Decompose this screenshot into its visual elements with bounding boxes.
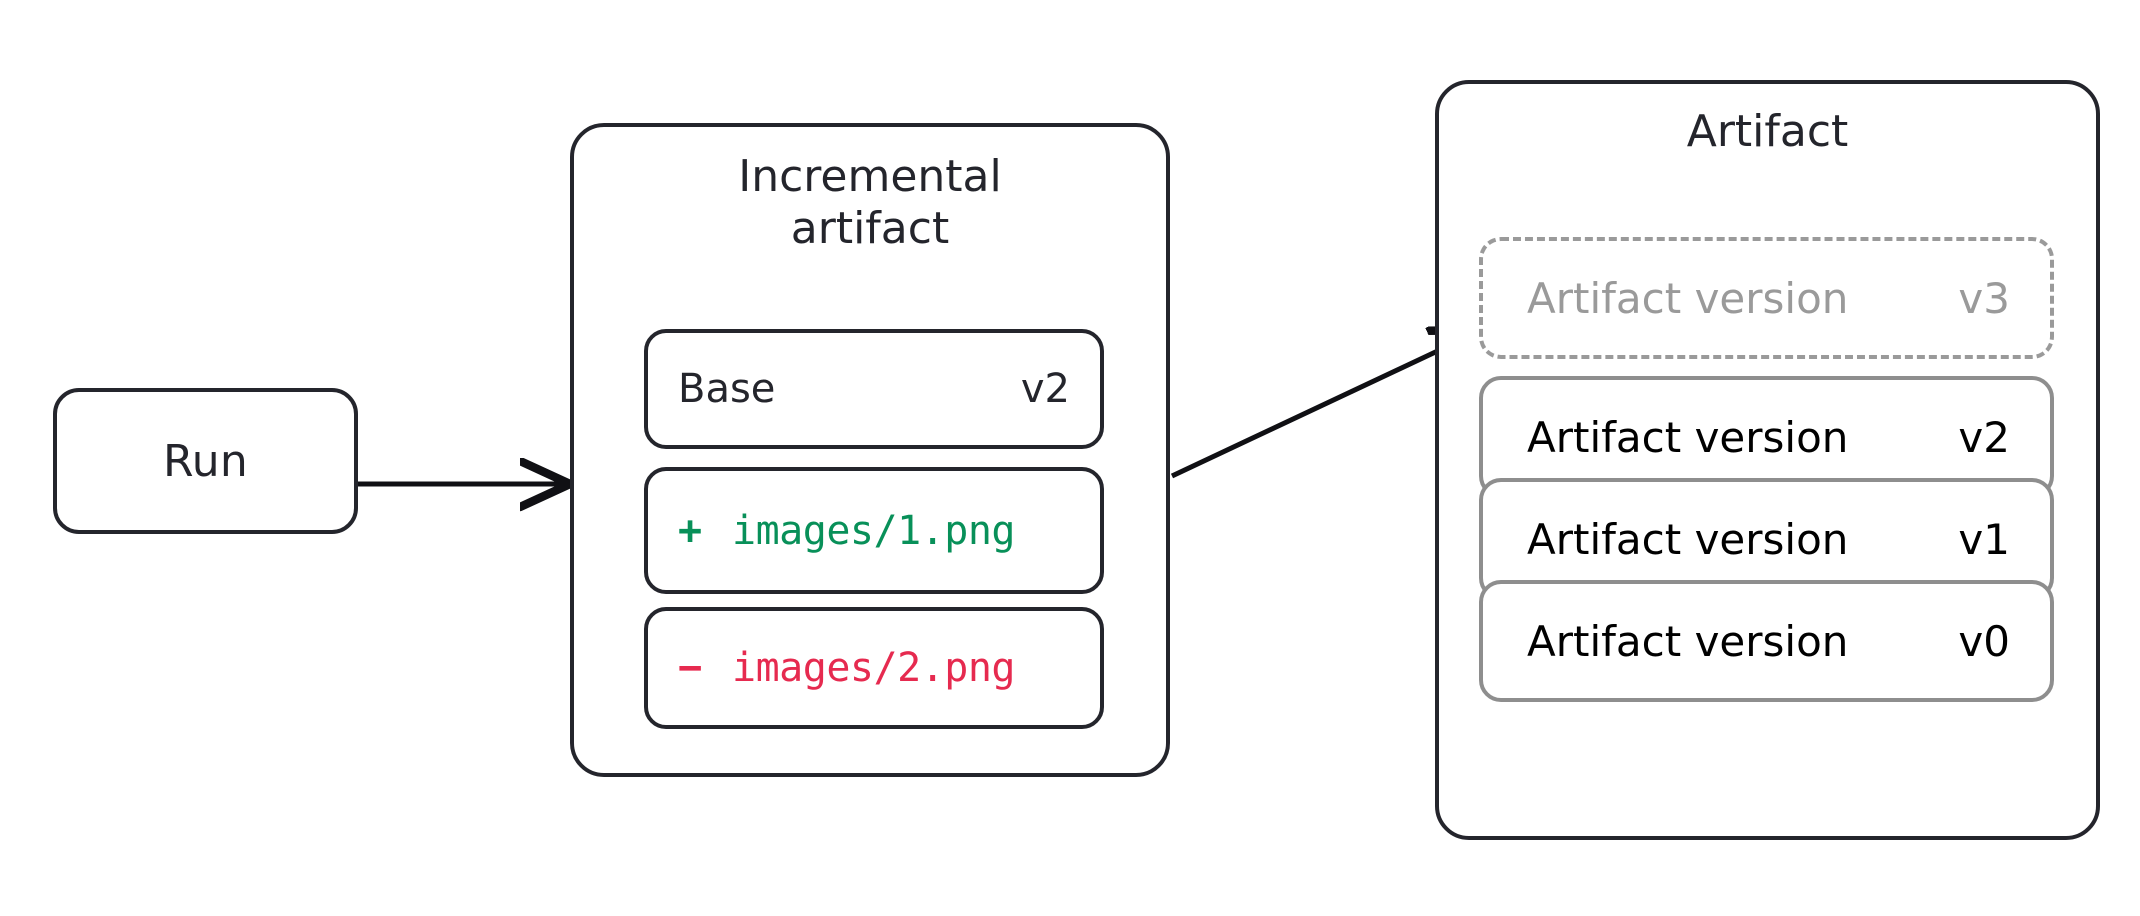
incremental-artifact-panel[interactable]: Incremental artifact Base v2 + images/1.… <box>570 123 1170 777</box>
artifact-version-label: Artifact version <box>1527 412 1849 462</box>
artifact-version-row-v3[interactable]: Artifact version v3 <box>1479 237 2054 359</box>
incremental-row-removed[interactable]: − images/2.png <box>644 607 1104 729</box>
incremental-row-added-path: images/1.png <box>732 507 1015 554</box>
artifact-version-value: v3 <box>1958 273 2010 323</box>
artifact-version-value: v0 <box>1958 616 2010 666</box>
artifact-version-value: v1 <box>1958 514 2010 564</box>
incremental-row-removed-path: images/2.png <box>732 645 1015 691</box>
incremental-row-base-version: v2 <box>1020 366 1070 412</box>
artifact-panel-title: Artifact <box>1686 106 1849 157</box>
run-node[interactable]: Run <box>53 388 358 534</box>
arrow-incremental-to-artifact <box>1170 332 1478 479</box>
artifact-version-label: Artifact version <box>1527 616 1849 666</box>
artifact-version-row-v0[interactable]: Artifact version v0 <box>1479 580 2054 702</box>
artifact-version-row-v1[interactable]: Artifact version v1 <box>1479 478 2054 600</box>
incremental-artifact-title-line2: artifact <box>790 202 950 254</box>
artifact-version-label: Artifact version <box>1527 273 1849 323</box>
artifact-panel[interactable]: Artifact Artifact version v3 Artifact ve… <box>1435 80 2100 840</box>
minus-icon: − <box>678 645 702 691</box>
incremental-row-base-label: Base <box>678 366 776 412</box>
incremental-row-base[interactable]: Base v2 <box>644 329 1104 449</box>
run-node-label: Run <box>163 435 248 487</box>
plus-icon: + <box>678 507 702 554</box>
artifact-version-value: v2 <box>1958 412 2010 462</box>
artifact-version-row-v2[interactable]: Artifact version v2 <box>1479 376 2054 498</box>
incremental-artifact-title: Incremental artifact <box>574 151 1166 255</box>
incremental-artifact-title-line1: Incremental <box>738 151 1002 202</box>
artifact-version-label: Artifact version <box>1527 514 1849 564</box>
incremental-row-added[interactable]: + images/1.png <box>644 467 1104 594</box>
